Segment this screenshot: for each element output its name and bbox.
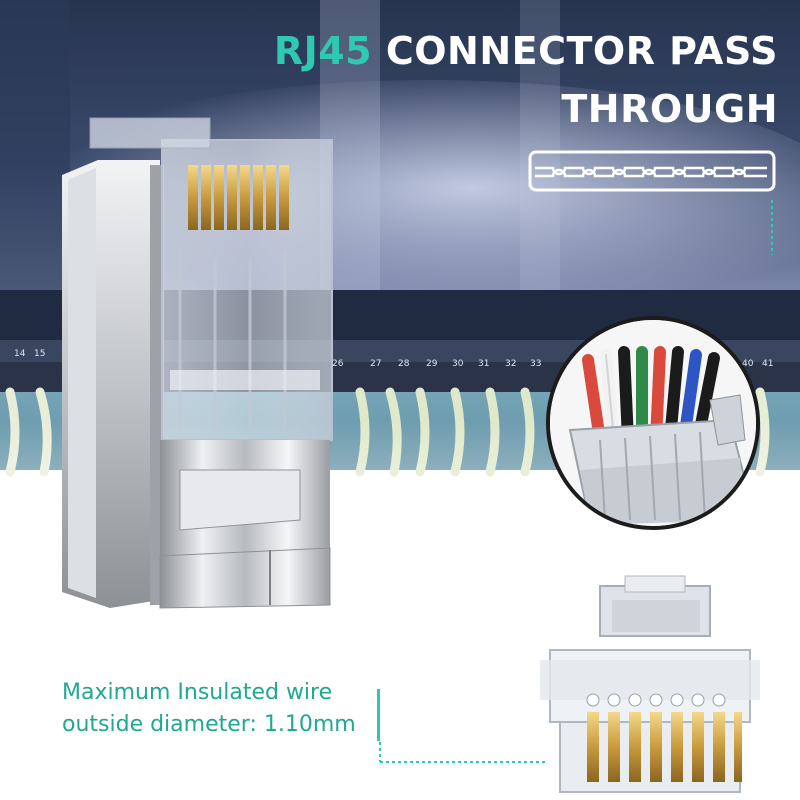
small-gold-contacts [587, 712, 742, 782]
port-number: 15 [34, 349, 45, 359]
rj45-connector-large [62, 117, 333, 609]
port-number: 41 [762, 359, 773, 369]
port-number: 26 [332, 359, 344, 369]
port-number: 32 [505, 359, 516, 369]
wire-slot-diagram [528, 150, 776, 255]
headline-line2: THROUGH [561, 87, 778, 131]
spec-accent-bar [377, 689, 380, 741]
spec-line1: Maximum Insulated wire [62, 680, 333, 705]
spec-line2: outside diameter: 1.10mm [62, 712, 356, 737]
rj45-connector-small [540, 575, 760, 793]
wire-inset-circle [546, 316, 760, 530]
spec-caption: Maximum Insulated wire outside diameter:… [62, 677, 356, 741]
patch-panel-port-numbers: 14 15 26 27 28 29 30 31 32 33 40 41 [14, 349, 773, 369]
port-number: 40 [742, 359, 754, 369]
headline-accent: RJ45 [273, 29, 373, 73]
port-number: 27 [370, 359, 381, 369]
port-number: 30 [452, 359, 464, 369]
port-number: 33 [530, 359, 541, 369]
port-number: 14 [14, 349, 26, 359]
headline-rest: CONNECTOR PASS [385, 29, 778, 73]
port-number: 31 [478, 359, 489, 369]
headline: RJ45 CONNECTOR PASS THROUGH [274, 22, 778, 138]
gold-contacts [188, 165, 289, 230]
leader-line [379, 742, 548, 763]
port-number: 28 [398, 359, 410, 369]
port-number: 29 [426, 359, 438, 369]
